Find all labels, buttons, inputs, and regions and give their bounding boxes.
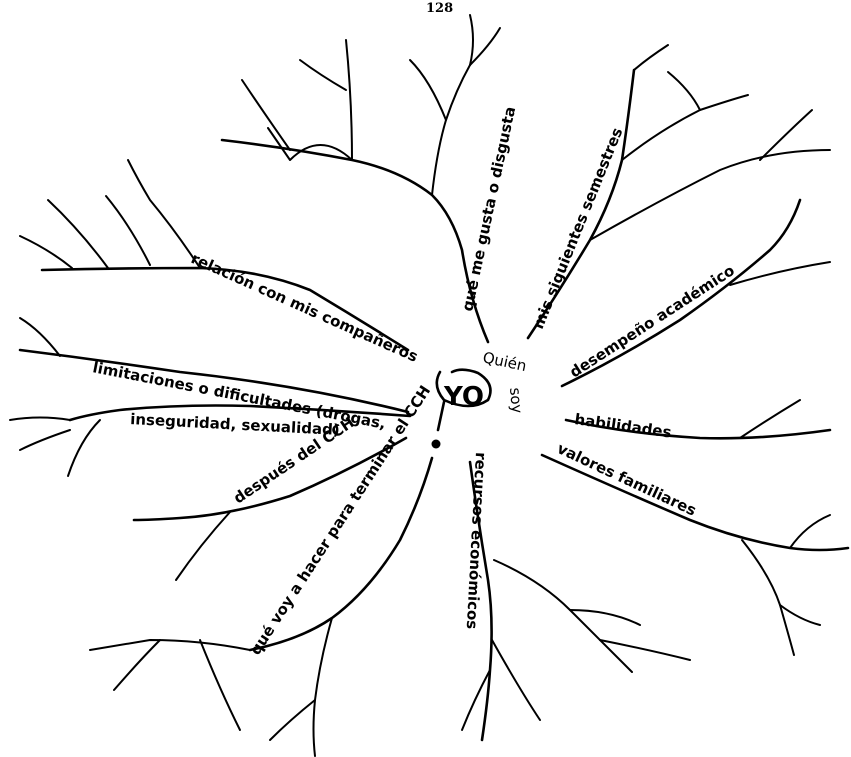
branch-semesters-twig [590, 150, 830, 240]
branch-likes-main [222, 140, 488, 342]
branch-semesters-twig [634, 45, 668, 70]
branch-resources-twig [492, 640, 540, 720]
branch-family-label: valores familiares [554, 439, 699, 519]
center-word-yo: YO [443, 382, 484, 412]
branch-skills-twig [740, 400, 800, 438]
question-word-soy: soy [506, 387, 526, 414]
center-node: YO Quién soy [432, 348, 529, 448]
branch-resources-twig [570, 610, 640, 625]
branch-finish-twig [314, 618, 333, 756]
branch-skills: habilidades [566, 400, 830, 442]
page-number: 128 [426, 1, 453, 16]
branch-finish-twig [90, 640, 250, 650]
branch-family-twig [790, 515, 830, 548]
branch-performance-label: desempeño académico [566, 261, 737, 381]
branch-classmates: relación con mis compañeros [20, 160, 421, 366]
branch-family-twig [742, 540, 820, 625]
branch-limitations: limitaciones o dificultades (drogas, ins… [10, 318, 410, 476]
branch-after-twig [176, 512, 230, 580]
branch-semesters-twig [622, 95, 748, 160]
branch-resources-twig [600, 640, 690, 660]
branch-semesters-twig [668, 72, 700, 110]
branch-likes-twig [346, 40, 352, 160]
branch-finish-cch: qué voy a hacer para terminar el CCH [90, 382, 434, 756]
branch-skills-label: habilidades [573, 410, 672, 441]
branch-likes-twig [470, 15, 473, 65]
branch-limitations-twig [10, 418, 70, 421]
branch-classmates-twig [128, 160, 200, 268]
branch-likes-twig [268, 128, 352, 160]
branch-likes-twig [432, 65, 470, 195]
branch-resources-label: recursos económicos [463, 452, 490, 630]
branch-classmates-label: relación con mis compañeros [188, 249, 420, 366]
branch-resources-twig [494, 560, 632, 672]
branch-finish-twig [200, 640, 240, 730]
branch-family-values: valores familiares [542, 439, 848, 655]
branch-likes-twig [300, 60, 346, 90]
branch-likes-twig [242, 80, 290, 150]
branch-limitations-twig [68, 420, 100, 476]
branch-classmates-twig [106, 196, 150, 265]
branch-likes-label: qué me gusta o disgusta [458, 105, 519, 313]
branch-classmates-twig [20, 236, 72, 268]
branch-likes-twig [470, 28, 500, 65]
branch-limitations-twig [20, 430, 70, 450]
question-mark-dot [432, 440, 441, 449]
branch-performance: desempeño académico [562, 200, 830, 386]
branch-finish-twig [114, 640, 160, 690]
branch-performance-twig [730, 262, 830, 285]
question-word-quien: Quién [481, 348, 528, 375]
branch-likes-twig [410, 60, 446, 120]
branch-finish-twig [270, 700, 315, 740]
